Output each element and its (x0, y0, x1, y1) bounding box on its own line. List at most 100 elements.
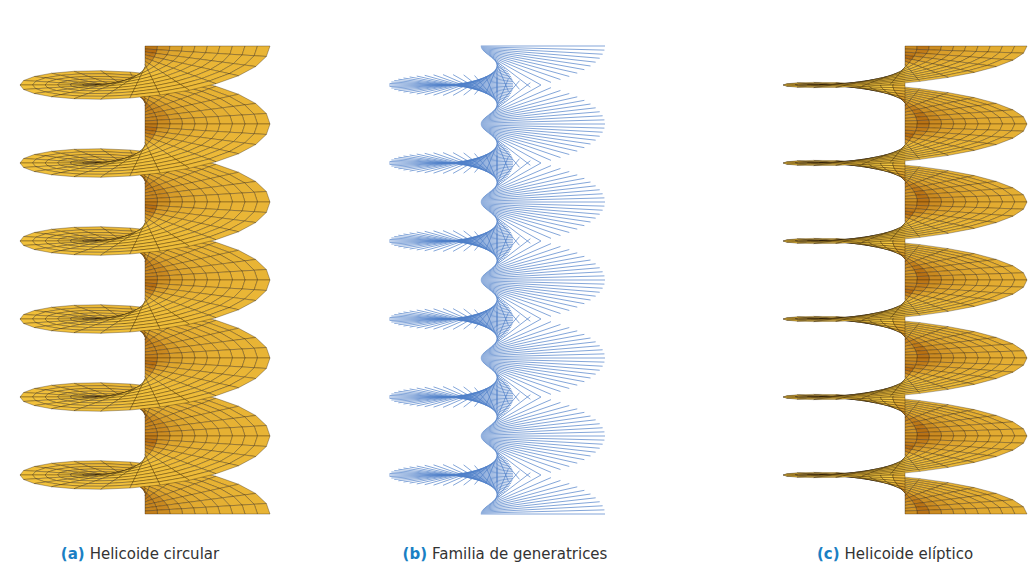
surface-patch (245, 56, 267, 67)
generatrix-line (481, 510, 605, 513)
surface-patch (145, 510, 158, 514)
surface-patch (167, 348, 181, 354)
surface-patch (58, 317, 73, 319)
surface-patch (167, 426, 181, 432)
generatrix-line (492, 448, 530, 478)
surface-patch (206, 46, 220, 53)
generatrix-line (453, 465, 504, 493)
surface-patch (81, 327, 109, 330)
surface-patch (229, 221, 255, 232)
generatrix-line (481, 354, 605, 357)
surface-patch (254, 358, 270, 368)
surface-patch (194, 202, 208, 209)
generatrix-line (495, 469, 508, 500)
generatrix-line (490, 397, 541, 425)
surface-patch (194, 507, 208, 514)
surface-patch (254, 436, 270, 446)
surface-patch (181, 352, 195, 358)
generatrix-line (497, 156, 498, 187)
generatrix-line (497, 468, 498, 499)
generatrix-line (481, 202, 605, 203)
generatrix-line (482, 108, 595, 121)
generatrix-line (464, 387, 502, 417)
surface-patch (229, 143, 255, 154)
surface-patch (229, 377, 255, 388)
generatrix-line (425, 465, 508, 488)
surface-patch (890, 476, 919, 481)
generatrix-line (492, 370, 530, 400)
surface-patch (157, 510, 170, 514)
surface-patch (194, 46, 208, 53)
surface-patch (101, 407, 132, 411)
surface-patch (167, 504, 181, 510)
generatrix-line (453, 387, 504, 415)
surface-patch (145, 120, 158, 124)
generatrix-line (490, 319, 541, 347)
surface-patch (206, 195, 220, 202)
generatrix-line (417, 76, 509, 97)
surface-patch (145, 354, 158, 358)
generatrix-line (481, 46, 605, 47)
surface-patch (169, 431, 182, 436)
surface-patch (185, 393, 216, 402)
generatrix-line (464, 465, 502, 495)
surface-patch (169, 353, 182, 358)
generatrix-line (484, 490, 584, 508)
surface-patch (101, 173, 132, 177)
surface-patch (206, 117, 220, 124)
generatrix-line (497, 390, 498, 421)
generatrix-line (425, 75, 508, 98)
generatrix-line (481, 436, 605, 437)
surface-patch (169, 509, 182, 514)
surface-patch (206, 358, 220, 365)
generatrix-line (481, 514, 605, 515)
generatrix-line (492, 473, 530, 503)
surface-patch (74, 408, 105, 411)
surface-patch (229, 299, 255, 310)
generatrix-line (464, 231, 502, 261)
surface-patch (181, 436, 195, 442)
generatrix-line (492, 395, 530, 425)
generatrix-line (484, 100, 584, 118)
surface-patch (167, 192, 181, 198)
surface-patch (185, 159, 216, 168)
surface-patch (181, 124, 195, 130)
surface-patch (254, 124, 270, 134)
surface-patch (181, 508, 195, 514)
surface-patch (181, 118, 195, 124)
generatrix-line (417, 310, 509, 331)
generatrix-line (434, 153, 507, 178)
surface-patch (209, 74, 239, 84)
surface-patch (890, 320, 919, 325)
surface-patch (218, 272, 233, 280)
generatrix-line (482, 498, 595, 511)
surface-patch (254, 46, 270, 56)
surface-patch (185, 237, 216, 246)
surface-patch (245, 290, 267, 301)
surface-patch (81, 93, 109, 96)
surface-patch (254, 280, 270, 290)
generatrix-line (492, 58, 530, 88)
generatrix-line (481, 198, 605, 201)
surface-patch (58, 83, 73, 85)
generatrix-line (434, 465, 507, 490)
surface-patch (74, 486, 105, 489)
generatrix-line (495, 235, 508, 266)
surface-patch (81, 483, 109, 486)
surface-patch (130, 248, 160, 254)
generatrix-line (481, 280, 605, 281)
generatrix-line (482, 186, 595, 199)
generatrix-line (417, 466, 509, 487)
generatrix-line (497, 234, 498, 265)
generatrix-line (417, 232, 509, 253)
generatrix-line (481, 124, 605, 125)
surface-patch (181, 202, 195, 208)
generatrix-line (443, 387, 505, 414)
surface-patch (169, 119, 182, 124)
surface-patch (181, 280, 195, 286)
surface-patch (206, 436, 220, 443)
surface-patch (81, 405, 109, 408)
generatrix-line (434, 387, 507, 412)
generatrix-line (490, 241, 541, 269)
surface-patch (157, 432, 170, 436)
